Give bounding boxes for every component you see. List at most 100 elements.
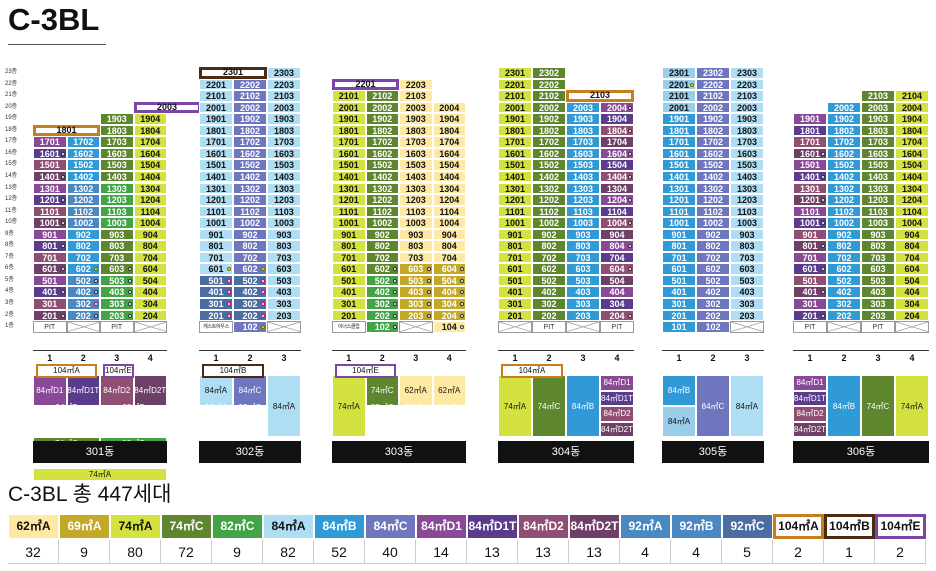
unit-cell: 1701 [33, 136, 67, 148]
unit-marker-dot [393, 290, 397, 295]
unit-cell: 602 [233, 263, 267, 275]
unit-marker-dot [60, 290, 65, 295]
unit-cell: 903 [100, 228, 134, 241]
unit-cell: 1003 [267, 217, 301, 229]
unit-cell: 801 [33, 240, 67, 252]
unit-cell: 901 [793, 228, 827, 241]
legend-type: 82㎡C [212, 514, 263, 539]
special-unit-cell: 2201 [332, 78, 399, 91]
unit-cell: 1501 [498, 159, 532, 171]
unit-plan-block: 84㎡A [662, 406, 696, 437]
unit-cell: 2103 [861, 90, 895, 102]
unit-cell: 1504 [895, 159, 929, 171]
unit-cell: 501 [332, 274, 366, 287]
unit-cell: 701 [793, 251, 827, 264]
unit-cell: 401 [662, 286, 696, 298]
unit-marker-dot [460, 325, 464, 330]
unit-cell: 304 [895, 298, 929, 310]
unit-cell: 1503 [100, 159, 134, 171]
unit-cell: 404 [600, 286, 634, 298]
unit-cell: 1201 [199, 194, 233, 206]
unit-cell: 1104 [133, 205, 167, 218]
unit-cell: 1602 [532, 147, 566, 160]
unit-plan-block: 84㎡B [566, 375, 600, 437]
building-name: 304동 [498, 441, 634, 463]
unit-cell: 1402 [532, 170, 566, 183]
unit-cell: 1604 [133, 147, 167, 160]
unit-cell: 2001 [199, 101, 233, 114]
unit-cell: 401 [33, 286, 67, 298]
floor-label: 20층 [5, 103, 18, 110]
unit-cell: 1404 [133, 170, 167, 183]
unit-cell: 1904 [133, 113, 167, 125]
unit-cell: 601 [793, 263, 827, 275]
unit-cell: 1202 [696, 194, 730, 206]
unit-plan-block: 74㎡A [33, 468, 167, 481]
unit-cell: 1902 [827, 113, 861, 125]
line-number: 3 [114, 353, 120, 363]
unit-cell: 702 [66, 251, 100, 264]
empty-slot [498, 321, 532, 333]
unit-cell: 903 [730, 228, 764, 241]
unit-cell: 1704 [600, 136, 634, 148]
unit-cell: 301 [332, 298, 366, 310]
unit-cell: 1504 [432, 159, 466, 171]
unit-cell: 1303 [730, 182, 764, 195]
unit-cell: 1001 [332, 217, 366, 229]
unit-cell: 1603 [100, 147, 134, 160]
unit-marker-dot [227, 290, 231, 295]
unit-cell: 501 [793, 274, 827, 287]
unit-cell: 1901 [662, 113, 696, 125]
unit-cell: 2004 [600, 101, 634, 114]
unit-plan-block: 84㎡D2T [793, 421, 827, 437]
unit-marker-dot [821, 290, 825, 295]
unit-cell: 301 [199, 298, 233, 310]
unit-cell: 901 [332, 228, 366, 241]
unit-cell: 1002 [696, 217, 730, 229]
unit-cell: 704 [600, 251, 634, 264]
unit-cell: 1103 [730, 205, 764, 218]
unit-cell: 1403 [399, 170, 433, 183]
unit-cell: 2102 [532, 90, 566, 102]
floor-label: 16층 [5, 149, 18, 156]
unit-cell: 1602 [827, 147, 861, 160]
unit-cell: 2001 [498, 101, 532, 114]
unit-cell: 901 [498, 228, 532, 241]
unit-cell: 703 [100, 251, 134, 264]
unit-cell: 1004 [600, 217, 634, 229]
unit-cell: 504 [895, 274, 929, 287]
building-name: 302동 [199, 441, 301, 463]
unit-cell: 1303 [267, 182, 301, 195]
unit-cell: 2001 [662, 101, 696, 114]
unit-cell: 803 [100, 240, 134, 252]
unit-cell: 1801 [199, 124, 233, 137]
unit-cell: 802 [532, 240, 566, 252]
unit-cell: 1302 [696, 182, 730, 195]
unit-cell: 604 [133, 263, 167, 275]
unit-cell: 1503 [267, 159, 301, 171]
line-number: 2 [379, 353, 385, 363]
unit-cell: 704 [895, 251, 929, 264]
unit-cell: 1303 [566, 182, 600, 195]
unit-cell: 1402 [365, 170, 399, 183]
unit-cell: 1302 [66, 182, 100, 195]
legend-count: 80 [110, 540, 161, 564]
unit-plan-block: 74㎡A [332, 375, 366, 437]
unit-cell: 501 [199, 274, 233, 287]
unit-cell: 703 [730, 251, 764, 264]
unit-cell: 202 [827, 309, 861, 322]
unit-cell: 903 [399, 228, 433, 241]
floor-label: 22층 [5, 80, 18, 87]
unit-marker-dot [94, 267, 98, 272]
unit-cell: 1203 [267, 194, 301, 206]
unit-cell: 2101 [332, 90, 366, 102]
unit-cell: 2303 [730, 67, 764, 79]
unit-cell: PIT [861, 321, 895, 333]
unit-cell: 2202 [532, 78, 566, 91]
unit-cell: 902 [827, 228, 861, 241]
unit-cell: 804 [600, 240, 634, 252]
line-number: 3 [413, 353, 419, 363]
unit-cell: 1301 [199, 182, 233, 195]
unit-cell: 1102 [696, 205, 730, 218]
unit-cell: 801 [793, 240, 827, 252]
